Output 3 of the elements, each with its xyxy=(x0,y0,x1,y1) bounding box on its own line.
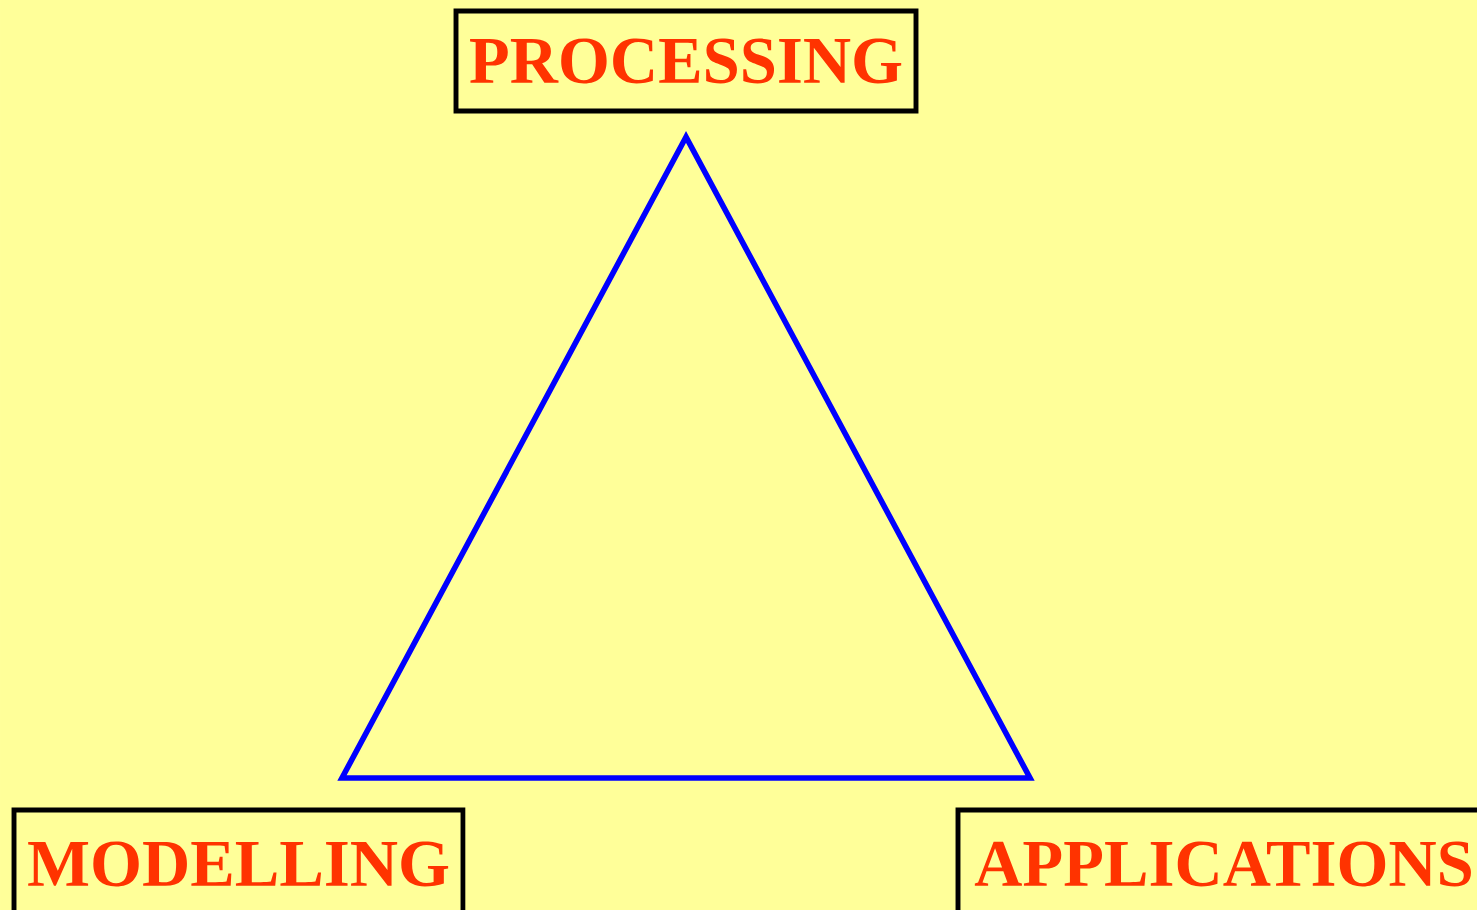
label-box: MODELLING xyxy=(11,807,466,910)
label-box: PROCESSING xyxy=(453,8,919,114)
label-box: APPLICATIONS xyxy=(955,807,1477,910)
